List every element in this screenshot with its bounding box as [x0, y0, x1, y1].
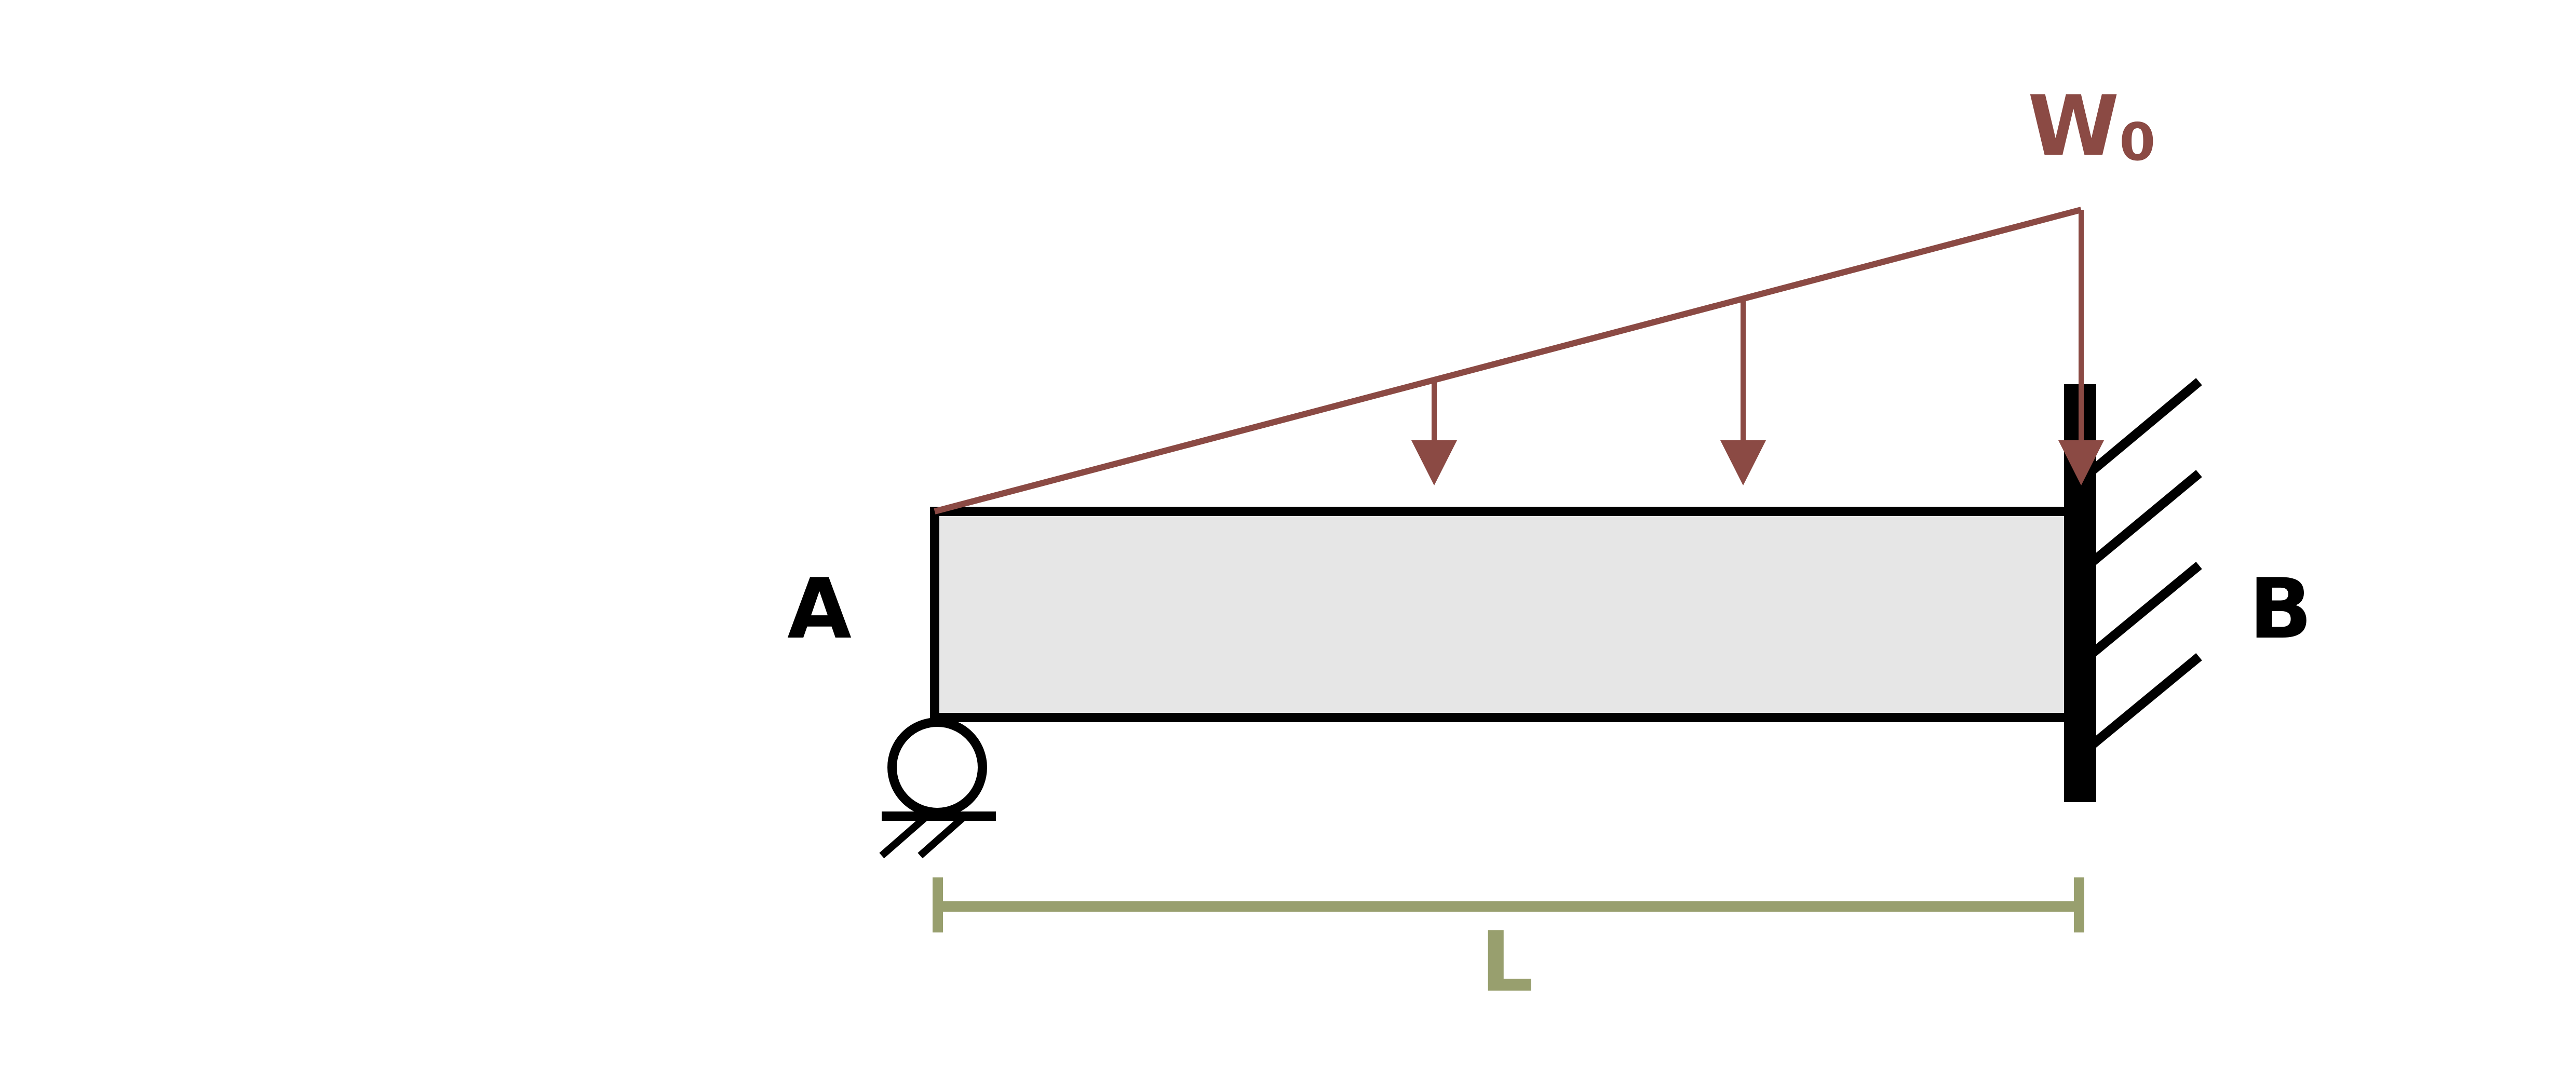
- load-symbol: W: [2028, 77, 2119, 174]
- load-subscript: 0: [2119, 112, 2155, 172]
- length-dimension: [933, 877, 2084, 932]
- load-arrowhead-2: [1720, 440, 1766, 485]
- distributed-load: [934, 207, 2104, 515]
- length-label: L: [1480, 913, 1533, 1010]
- support-b-label: B: [2249, 560, 2312, 657]
- roller-support-icon: [879, 718, 996, 859]
- load-profile-line: [934, 207, 2082, 515]
- support-a-label: A: [787, 560, 852, 657]
- load-intensity-label: W0: [2028, 77, 2155, 174]
- beam: [930, 507, 2084, 722]
- load-arrowhead-3: [2058, 440, 2104, 485]
- load-arrowhead-1: [1411, 440, 1457, 485]
